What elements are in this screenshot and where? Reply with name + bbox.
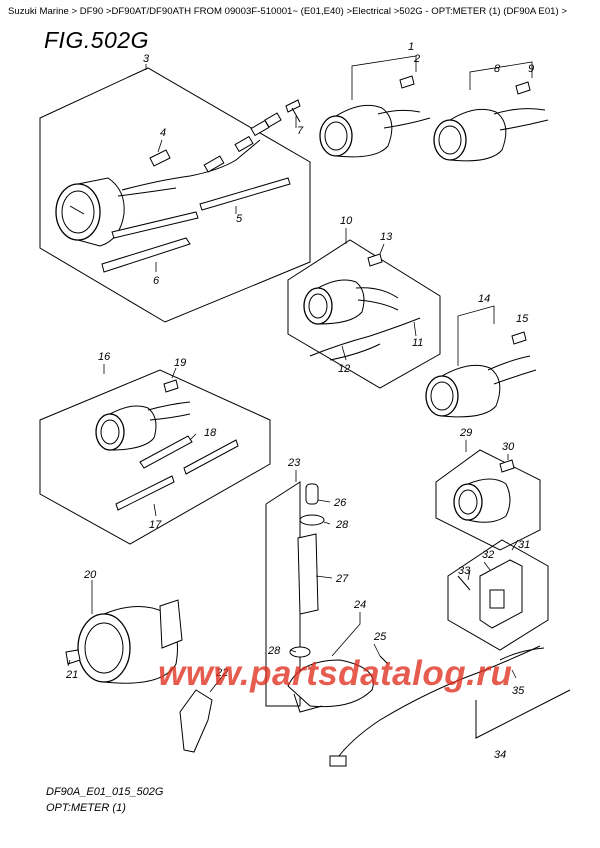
callout-25: 25 <box>373 631 387 643</box>
group-29-panel <box>435 449 541 551</box>
callout-4: 4 <box>160 127 166 139</box>
callout-35: 35 <box>512 685 525 697</box>
callout-1: 1 <box>408 41 414 53</box>
harness-34 <box>329 645 571 767</box>
callout-33: 33 <box>458 565 471 577</box>
callout-28-lower: 28 <box>267 645 281 657</box>
callout-14: 14 <box>478 293 490 305</box>
footer-code: DF90A_E01_015_502G <box>46 786 164 798</box>
callout-15: 15 <box>516 313 529 325</box>
meter-8 <box>433 81 549 162</box>
callout-16: 16 <box>98 351 111 363</box>
callout-6: 6 <box>153 275 160 287</box>
group-31-panel <box>447 539 549 651</box>
callout-10: 10 <box>340 215 353 227</box>
meter-14 <box>425 331 537 418</box>
callout-20: 20 <box>83 569 97 581</box>
meter-1 <box>319 75 431 158</box>
breadcrumb[interactable]: Suzuki Marine > DF90 >DF90AT/DF90ATH FRO… <box>8 6 567 17</box>
callout-22: 22 <box>215 667 228 679</box>
callout-8: 8 <box>494 63 501 75</box>
group-10-panel <box>287 239 441 389</box>
callout-9: 9 <box>528 63 534 75</box>
callout-5: 5 <box>236 213 243 225</box>
callout-13: 13 <box>380 231 393 243</box>
callout-7: 7 <box>297 125 304 137</box>
callout-12: 12 <box>338 363 350 375</box>
callout-23: 23 <box>287 457 301 469</box>
callout-numbers: 3 4 7 5 6 1 2 8 9 10 13 11 12 14 15 16 1… <box>65 41 534 761</box>
callout-30: 30 <box>502 441 515 453</box>
callout-21: 21 <box>65 669 78 681</box>
callout-31: 31 <box>518 539 530 551</box>
group-23-parts <box>265 481 389 713</box>
callout-3: 3 <box>143 53 150 65</box>
leader-lines <box>67 55 533 693</box>
meter-20 <box>65 599 213 753</box>
callout-29: 29 <box>459 427 472 439</box>
callout-18: 18 <box>204 427 217 439</box>
callout-24: 24 <box>353 599 366 611</box>
callout-17: 17 <box>149 519 162 531</box>
figure-title: FIG.502G <box>44 27 149 53</box>
callout-32: 32 <box>482 549 494 561</box>
callout-34: 34 <box>494 749 506 761</box>
callout-27: 27 <box>335 573 349 585</box>
group-3-panel <box>39 67 311 323</box>
callout-26: 26 <box>333 497 347 509</box>
footer-caption: OPT:METER (1) <box>46 802 126 814</box>
watermark: www.partsdatalog.ru <box>158 654 513 693</box>
callout-11: 11 <box>412 337 423 349</box>
group-16-panel <box>39 369 271 545</box>
callout-28-upper: 28 <box>335 519 349 531</box>
callout-2: 2 <box>413 53 420 65</box>
callout-19: 19 <box>174 357 186 369</box>
